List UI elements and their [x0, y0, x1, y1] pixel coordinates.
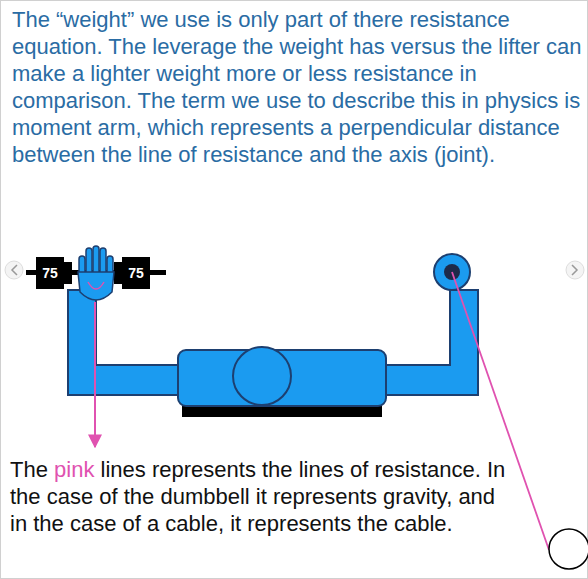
paragraph-text: The [10, 457, 48, 482]
intro-paragraph: The “weight” we use is only part of ther… [12, 6, 582, 168]
prev-button [5, 261, 23, 279]
paragraph-text: The “weight” we use is only part of ther… [12, 7, 582, 167]
next-button [566, 261, 584, 279]
weight-plate: 75 [36, 257, 64, 289]
pulley [549, 529, 588, 569]
head [233, 347, 291, 405]
plate-weight: 75 [128, 265, 144, 281]
plate-weight: 75 [42, 265, 58, 281]
caption-paragraph: Thepinklines represents the lines of res… [10, 456, 515, 537]
gravity-line [94, 302, 96, 447]
weight-plate: 75 [122, 257, 150, 289]
left-arm [68, 290, 182, 395]
highlight-word: pink [54, 457, 94, 482]
hand [78, 246, 114, 300]
